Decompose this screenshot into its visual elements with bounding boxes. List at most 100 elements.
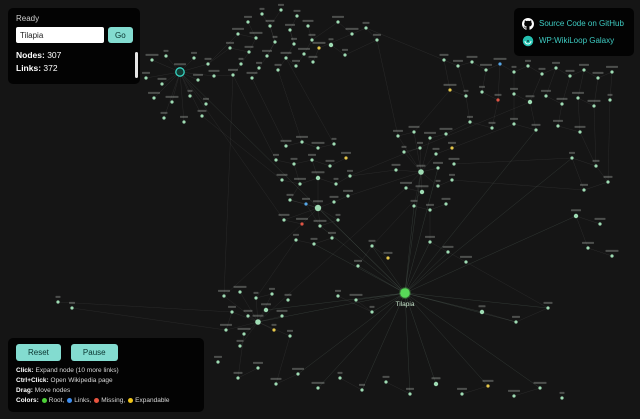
- graph-node[interactable]: [250, 76, 254, 80]
- graph-node[interactable]: [288, 28, 292, 32]
- graph-node[interactable]: [242, 332, 246, 336]
- graph-node[interactable]: [490, 126, 494, 130]
- graph-node[interactable]: [419, 189, 425, 195]
- graph-node[interactable]: [556, 124, 560, 128]
- graph-node[interactable]: [280, 314, 284, 318]
- graph-node[interactable]: [594, 164, 598, 168]
- graph-node[interactable]: [182, 120, 186, 124]
- graph-node[interactable]: [592, 104, 596, 108]
- graph-node[interactable]: [384, 380, 388, 384]
- graph-node[interactable]: [318, 224, 322, 228]
- graph-node[interactable]: [610, 254, 614, 258]
- graph-node[interactable]: [428, 136, 432, 140]
- graph-node[interactable]: [554, 66, 558, 70]
- graph-node[interactable]: [254, 36, 258, 40]
- graph-node[interactable]: [284, 144, 288, 148]
- graph-node[interactable]: [302, 52, 306, 56]
- graph-node[interactable]: [386, 256, 390, 260]
- graph-node[interactable]: [336, 218, 340, 222]
- graph-node[interactable]: [343, 53, 347, 57]
- graph-node[interactable]: [246, 314, 250, 318]
- graph-node[interactable]: [498, 62, 502, 66]
- graph-node[interactable]: [486, 384, 490, 388]
- graph-node[interactable]: [246, 20, 250, 24]
- graph-node[interactable]: [578, 130, 582, 134]
- graph-node[interactable]: [284, 56, 288, 60]
- graph-node[interactable]: [330, 236, 334, 240]
- graph-node[interactable]: [332, 200, 336, 204]
- graph-node[interactable]: [56, 300, 60, 304]
- graph-node[interactable]: [276, 68, 280, 72]
- graph-node[interactable]: [274, 158, 278, 162]
- graph-node[interactable]: [224, 328, 228, 332]
- graph-node[interactable]: [334, 182, 338, 186]
- graph-node[interactable]: [540, 72, 544, 76]
- graph-node[interactable]: [200, 114, 204, 118]
- graph-node[interactable]: [446, 250, 450, 254]
- graph-node[interactable]: [296, 372, 300, 376]
- graph-node[interactable]: [354, 298, 358, 302]
- graph-node[interactable]: [265, 54, 269, 58]
- graph-node[interactable]: [212, 74, 216, 78]
- graph-node[interactable]: [418, 169, 424, 175]
- graph-node[interactable]: [294, 238, 298, 242]
- graph-node[interactable]: [255, 319, 261, 325]
- graph-node[interactable]: [544, 94, 548, 98]
- wikiloop-link[interactable]: WP:WikiLoop Galaxy: [522, 32, 626, 49]
- graph-node[interactable]: [428, 208, 432, 212]
- graph-node[interactable]: [456, 64, 460, 68]
- graph-node[interactable]: [336, 20, 340, 24]
- graph-node[interactable]: [274, 382, 278, 386]
- graph-node[interactable]: [175, 67, 185, 77]
- graph-node[interactable]: [160, 82, 164, 86]
- graph-node[interactable]: [546, 306, 550, 310]
- graph-node[interactable]: [336, 294, 340, 298]
- graph-node[interactable]: [310, 38, 314, 42]
- graph-node[interactable]: [310, 158, 314, 162]
- graph-node[interactable]: [254, 296, 258, 300]
- graph-node[interactable]: [450, 146, 454, 150]
- graph-node[interactable]: [464, 260, 468, 264]
- graph-node[interactable]: [570, 156, 574, 160]
- graph-node[interactable]: [150, 58, 154, 62]
- graph-node[interactable]: [236, 32, 240, 36]
- panel-scrollbar[interactable]: [135, 52, 138, 78]
- graph-node[interactable]: [204, 102, 208, 106]
- graph-node[interactable]: [300, 222, 304, 226]
- graph-node[interactable]: [188, 94, 192, 98]
- graph-node[interactable]: [480, 90, 484, 94]
- graph-node[interactable]: [538, 386, 542, 390]
- graph-node[interactable]: [332, 142, 336, 146]
- graph-node[interactable]: [286, 298, 290, 302]
- graph-node[interactable]: [344, 156, 348, 160]
- graph-node[interactable]: [292, 42, 296, 46]
- graph-node[interactable]: [582, 68, 586, 72]
- graph-node[interactable]: [170, 100, 174, 104]
- graph-node[interactable]: [196, 78, 200, 82]
- graph-node[interactable]: [236, 376, 240, 380]
- graph-node[interactable]: [300, 140, 304, 144]
- graph-node[interactable]: [292, 162, 296, 166]
- graph-node[interactable]: [450, 178, 454, 182]
- graph-node[interactable]: [144, 76, 148, 80]
- graph-node[interactable]: [279, 8, 283, 12]
- graph-node[interactable]: [238, 344, 242, 348]
- github-link[interactable]: Source Code on GitHub: [522, 15, 626, 32]
- graph-node[interactable]: [444, 132, 448, 136]
- graph-node[interactable]: [360, 388, 364, 392]
- graph-node[interactable]: [192, 56, 196, 60]
- reset-button[interactable]: Reset: [16, 344, 61, 361]
- graph-node[interactable]: [436, 184, 440, 188]
- graph-node[interactable]: [606, 180, 610, 184]
- graph-node[interactable]: [576, 96, 580, 100]
- graph-node[interactable]: [596, 76, 600, 80]
- graph-node[interactable]: [263, 307, 269, 313]
- graph-node[interactable]: [316, 386, 320, 390]
- graph-node[interactable]: [294, 64, 298, 68]
- graph-node[interactable]: [350, 32, 354, 36]
- graph-node[interactable]: [306, 24, 310, 28]
- graph-node[interactable]: [444, 202, 448, 206]
- graph-node[interactable]: [408, 392, 412, 396]
- graph-node[interactable]: [598, 222, 602, 226]
- graph-node[interactable]: [464, 94, 468, 98]
